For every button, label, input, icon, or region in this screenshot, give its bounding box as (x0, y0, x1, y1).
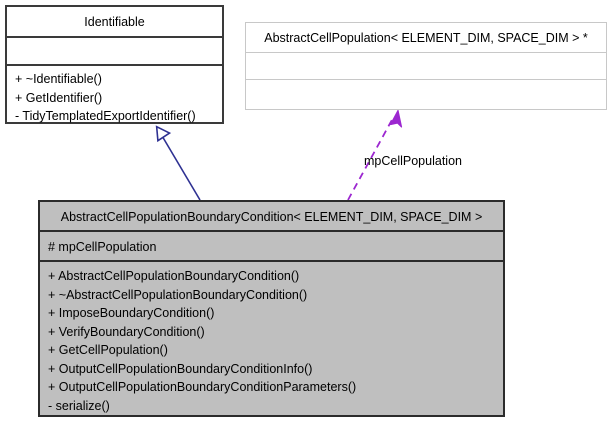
member-row: + VerifyBoundaryCondition() (48, 324, 205, 339)
class-title-identifiable: Identifiable (7, 7, 222, 38)
class-operations-identifiable: + ~Identifiable() + GetIdentifier() - Ti… (7, 66, 222, 126)
class-box-abstract-cell-population[interactable]: AbstractCellPopulation< ELEMENT_DIM, SPA… (245, 22, 607, 110)
member-row: - serialize() (48, 398, 110, 413)
class-attributes-abstract-cell-population (246, 53, 606, 80)
edge-label-mpcellpopulation: mpCellPopulation (364, 154, 462, 168)
class-attributes-main: # mpCellPopulation (40, 232, 503, 262)
member-row: + ~Identifiable() (15, 72, 102, 86)
class-attributes-identifiable (7, 38, 222, 66)
inheritance-edge (155, 125, 201, 201)
member-row: + GetCellPopulation() (48, 343, 168, 357)
member-row: + ~AbstractCellPopulationBoundaryConditi… (48, 287, 308, 302)
class-operations-abstract-cell-population (246, 80, 606, 107)
class-title-abstract-cell-population: AbstractCellPopulation< ELEMENT_DIM, SPA… (246, 23, 606, 53)
class-title-main: AbstractCellPopulationBoundaryCondition<… (40, 202, 503, 232)
member-row: + AbstractCellPopulationBoundaryConditio… (48, 269, 300, 283)
member-row: + ImposeBoundaryCondition() (48, 306, 215, 320)
member-row: # mpCellPopulation (48, 240, 157, 254)
member-row: + OutputCellPopulationBoundaryConditionP… (48, 380, 357, 394)
class-box-identifiable[interactable]: Identifiable + ~Identifiable() + GetIden… (5, 5, 224, 124)
member-row: + OutputCellPopulationBoundaryConditionI… (48, 361, 313, 376)
class-box-abstract-cell-population-boundary-condition[interactable]: AbstractCellPopulationBoundaryCondition<… (38, 200, 505, 417)
class-operations-main: + AbstractCellPopulationBoundaryConditio… (40, 262, 503, 415)
member-row: + GetIdentifier() (15, 90, 103, 105)
member-row: - TidyTemplatedExportIdentifier() (15, 109, 196, 123)
